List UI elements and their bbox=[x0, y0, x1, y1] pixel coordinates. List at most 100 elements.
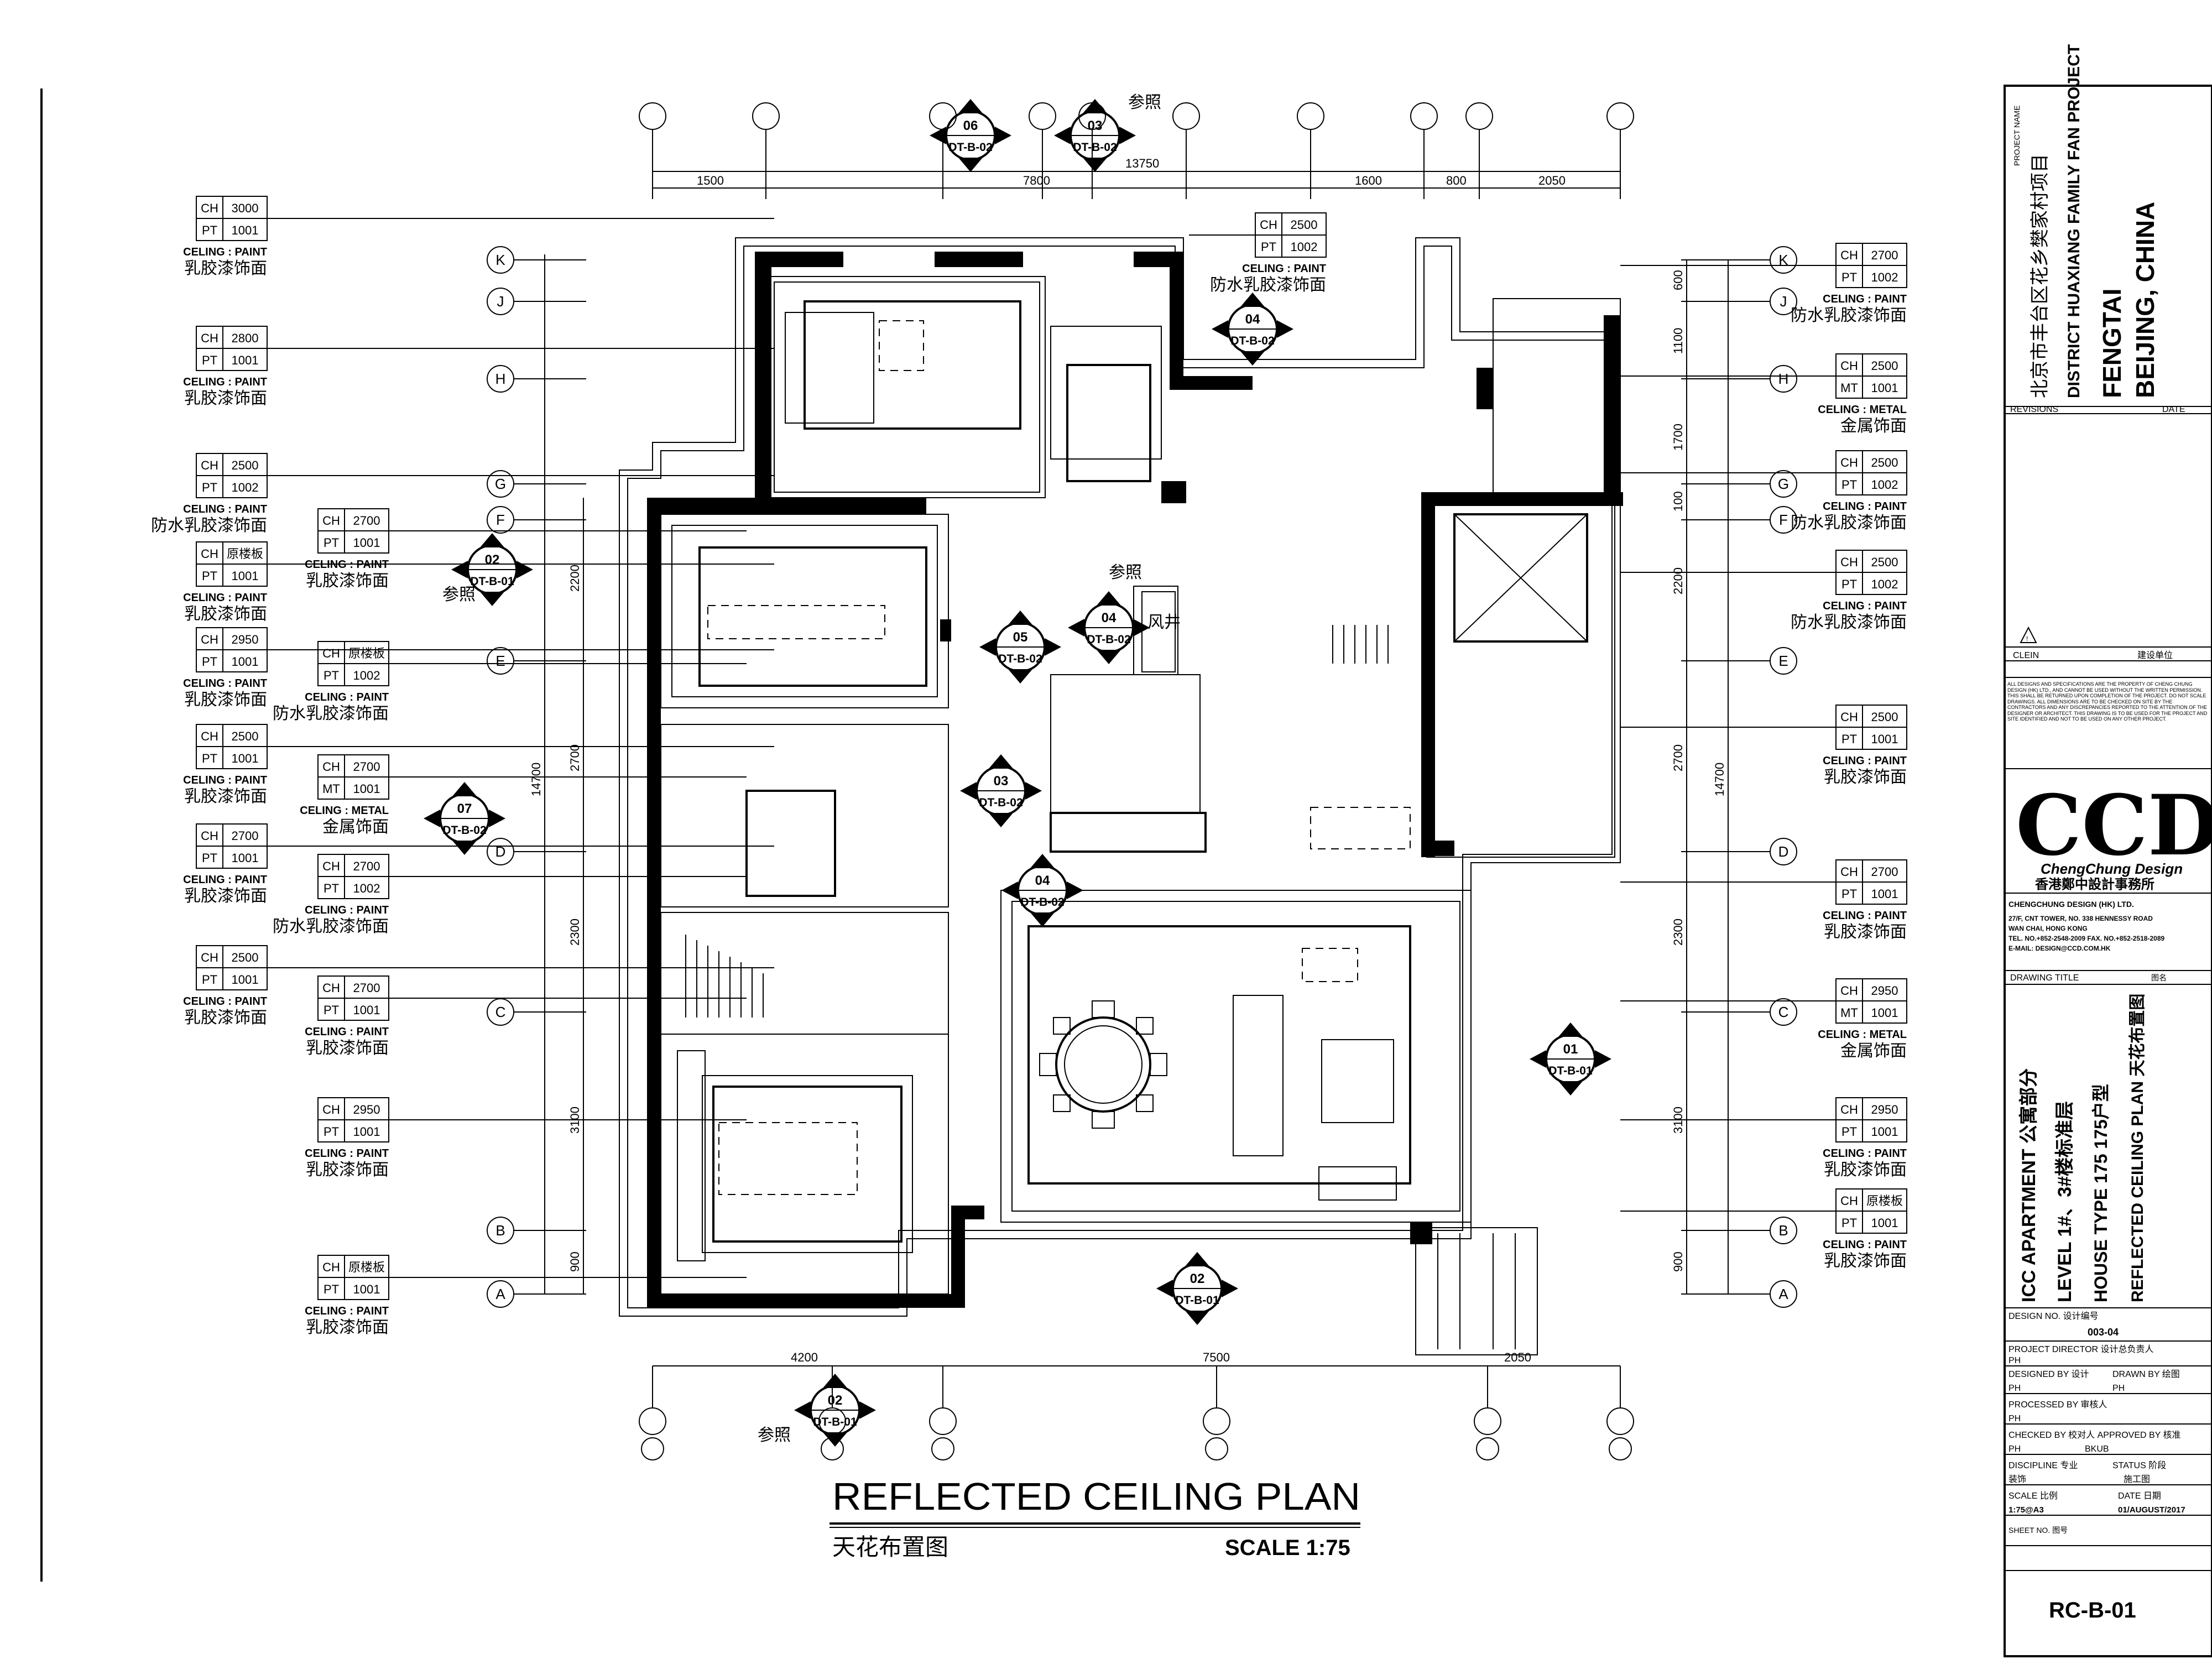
tag-pt-value: 1002 bbox=[1871, 478, 1898, 492]
tag-ch-label: CH bbox=[201, 951, 218, 964]
tag-pt-value: 1002 bbox=[232, 481, 259, 494]
tag-spec: CELING : PAINT bbox=[305, 1026, 389, 1038]
tag-finish-cn: 防水乳胶漆饰面 bbox=[1791, 513, 1907, 533]
tag-spec: CELING : PAINT bbox=[183, 774, 267, 786]
floor-plan: 风井 bbox=[619, 237, 1623, 1355]
reference-label: 参照 bbox=[1128, 93, 1161, 112]
section-marker-ref: DT-B-01 bbox=[1175, 1294, 1219, 1307]
tag-finish-cn: 防水乳胶漆饰面 bbox=[1210, 275, 1326, 295]
left-dim-5: 900 bbox=[568, 1251, 582, 1272]
section-marker-number: 02 bbox=[1190, 1271, 1205, 1286]
tb-date-label: DATE 日期 bbox=[2118, 1491, 2161, 1501]
company-name: CHENGCHUNG DESIGN (HK) LTD. bbox=[2008, 900, 2134, 909]
grid-row-label: C bbox=[1778, 1004, 1789, 1020]
tag-pt-value: 1002 bbox=[1871, 270, 1898, 284]
right-dim-4: 100 bbox=[1671, 491, 1685, 512]
tag-ch-label: CH bbox=[322, 1103, 340, 1117]
top-dim-3: 1600 bbox=[1355, 174, 1382, 187]
title-block-frame bbox=[2004, 85, 2212, 1657]
top-dim-5: 2050 bbox=[1538, 174, 1566, 187]
tag-ch-value: 2500 bbox=[1871, 710, 1898, 724]
grid-row-label: J bbox=[497, 293, 504, 310]
tag-ch-value: 2500 bbox=[232, 458, 259, 472]
grid-bubble-top bbox=[1410, 102, 1438, 130]
tag-spec: CELING : PAINT bbox=[183, 376, 267, 388]
tag-ch-label: CH bbox=[322, 760, 340, 774]
grid-row-label: K bbox=[495, 252, 505, 268]
tag-pt-label: PT bbox=[324, 881, 339, 895]
tag-ch-label: CH bbox=[322, 646, 340, 660]
section-marker-ref: DT-B-02 bbox=[948, 141, 992, 154]
bottom-dim-1: 4200 bbox=[791, 1350, 818, 1364]
tag-ch-label: CH bbox=[201, 201, 218, 215]
main-scale: SCALE 1:75 bbox=[1225, 1536, 1350, 1560]
tag-ch-value: 2950 bbox=[353, 1103, 380, 1117]
tag-pt-label: PT bbox=[202, 353, 217, 367]
tag-pt-label: PT bbox=[202, 752, 217, 765]
tag-pt-value: 1001 bbox=[232, 752, 259, 765]
tag-ch-value: 2500 bbox=[1291, 218, 1318, 232]
tag-spec: CELING : PAINT bbox=[305, 1147, 389, 1160]
grid-row-label: B bbox=[1778, 1222, 1788, 1239]
tag-finish-cn: 乳胶漆饰面 bbox=[1824, 922, 1907, 942]
tag-spec: CELING : PAINT bbox=[1823, 500, 1907, 513]
drawing-title-cn: 图名 bbox=[2151, 974, 2167, 983]
main-title: REFLECTED CEILING PLAN bbox=[832, 1475, 1360, 1518]
tag-finish-cn: 防水乳胶漆饰面 bbox=[273, 704, 389, 723]
tag-finish-cn: 防水乳胶漆饰面 bbox=[1791, 613, 1907, 632]
tag-ch-label: CH bbox=[1840, 1103, 1858, 1117]
disclaimer-text: ALL DESIGNS AND SPECIFICATIONS ARE THE P… bbox=[2007, 681, 2208, 722]
grid-bubble-top bbox=[1297, 102, 1324, 130]
tag-spec: CELING : METAL bbox=[300, 805, 389, 817]
tag-pt-label: PT bbox=[202, 569, 217, 583]
tag-pt-value: 1001 bbox=[1871, 732, 1898, 746]
right-dim-5: 2200 bbox=[1671, 567, 1685, 594]
scale-label: SCALE 比例 bbox=[2008, 1491, 2058, 1501]
section-marker-number: 06 bbox=[963, 118, 978, 133]
tag-ch-label: CH bbox=[1840, 865, 1858, 879]
section-marker-number: 03 bbox=[1088, 118, 1103, 133]
tag-pt-value: 1001 bbox=[1871, 381, 1898, 395]
tag-pt-label: PT bbox=[324, 1282, 339, 1296]
tag-pt-value: 1001 bbox=[353, 536, 380, 550]
tag-ch-value: 3000 bbox=[232, 201, 259, 215]
tag-ch-value: 原楼板 bbox=[1866, 1194, 1903, 1208]
grid-bubble-bottom bbox=[639, 1407, 666, 1435]
status-value: 施工图 bbox=[2124, 1474, 2150, 1484]
tag-ch-label: CH bbox=[1840, 710, 1858, 724]
grid-bubble-top bbox=[1465, 102, 1493, 130]
tag-finish-cn: 乳胶漆饰面 bbox=[306, 1160, 389, 1180]
approved-by-value: BKUB bbox=[2085, 1444, 2109, 1454]
tag-pt-label: PT bbox=[202, 973, 217, 987]
tag-spec: CELING : PAINT bbox=[183, 246, 267, 258]
tag-spec: CELING : PAINT bbox=[305, 559, 389, 571]
tag-ch-value: 2700 bbox=[353, 514, 380, 528]
dimension-lines: 1500 7800 1600 800 2050 13750 4200 7500 … bbox=[529, 156, 1729, 1366]
section-marker-number: 02 bbox=[828, 1393, 843, 1408]
tag-spec: CELING : PAINT bbox=[183, 874, 267, 886]
drawing-main-title: REFLECTED CEILING PLAN 天花布置图 SCALE 1:75 bbox=[830, 1475, 1360, 1561]
drawing-title-line-2: LEVEL 1#、3#楼标准层 bbox=[2054, 1101, 2075, 1302]
section-marker-ref: DT-B-02 bbox=[1020, 896, 1064, 909]
tag-pt-value: 1001 bbox=[1871, 1216, 1898, 1230]
right-dim-total: 14700 bbox=[1713, 763, 1726, 796]
tag-ch-value: 原楼板 bbox=[348, 1260, 385, 1274]
tag-ch-label: CH bbox=[1840, 984, 1858, 998]
grid-row-label: J bbox=[1780, 293, 1787, 310]
tag-spec: CELING : METAL bbox=[1818, 404, 1907, 416]
tag-finish-cn: 乳胶漆饰面 bbox=[184, 259, 267, 278]
designed-by-label: DESIGNED BY 设计 bbox=[2008, 1369, 2089, 1379]
tag-pt-value: 1001 bbox=[232, 973, 259, 987]
client-label: CLEIN bbox=[2013, 651, 2039, 660]
